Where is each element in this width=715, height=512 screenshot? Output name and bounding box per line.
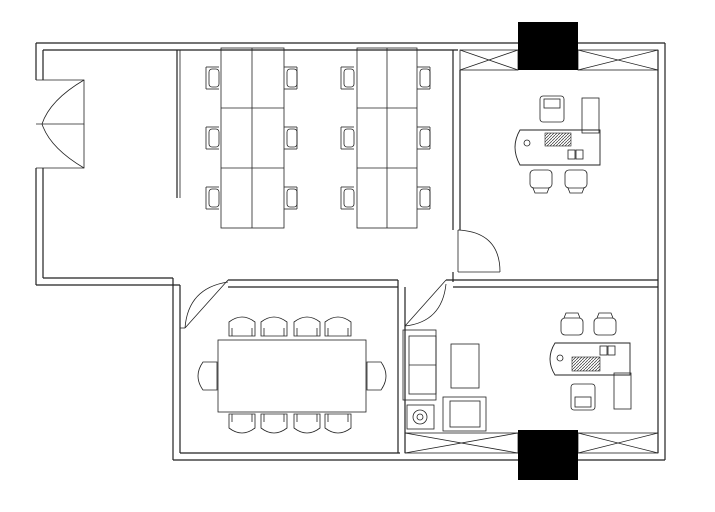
- office-chair: [205, 66, 220, 90]
- interior-partitions: [176, 50, 658, 453]
- coffee-table: [450, 343, 480, 389]
- guest-chairs-top: [529, 169, 588, 194]
- guest-chairs-bottom: [560, 312, 617, 336]
- window-bottom-left: [404, 432, 519, 454]
- executive-chair-bottom: [570, 383, 596, 411]
- window-bottom-right: [577, 432, 659, 454]
- conference-chair: [228, 413, 256, 434]
- conference-table: [217, 339, 367, 413]
- office-chair: [205, 186, 220, 210]
- conference-chair: [366, 361, 387, 391]
- conference-chair: [197, 361, 218, 391]
- window-top-right: [577, 49, 659, 71]
- lounge-door: [404, 279, 447, 327]
- conference-chair: [324, 413, 352, 434]
- office-chair: [340, 186, 355, 210]
- conference-chair: [293, 316, 321, 337]
- conference-chair: [324, 316, 352, 337]
- workstation-chairs: [205, 66, 431, 210]
- workstation-cluster-left: [220, 47, 285, 229]
- column-top: [518, 22, 578, 70]
- conference-chair: [260, 413, 288, 434]
- manager-desk-bottom: [549, 342, 632, 410]
- lounge-armchair: [442, 396, 487, 432]
- column-bottom: [518, 430, 578, 480]
- office-chair: [205, 126, 220, 150]
- side-table-lamp: [406, 404, 435, 430]
- office-chair: [340, 126, 355, 150]
- entrance-double-door: [36, 79, 85, 169]
- conference-chair: [228, 316, 256, 337]
- office-chair: [284, 186, 298, 210]
- office-chair: [417, 66, 431, 90]
- office-chair: [284, 126, 298, 150]
- workstation-cluster-right: [356, 47, 418, 229]
- window-top-left: [459, 49, 519, 71]
- conference-chairs: [197, 316, 387, 434]
- conference-chair: [260, 316, 288, 337]
- office-chair: [417, 126, 431, 150]
- manager-desk-top: [514, 97, 601, 166]
- executive-armchair-top: [539, 95, 565, 123]
- conference-chair: [293, 413, 321, 434]
- windows: [404, 49, 659, 454]
- office-chair: [340, 66, 355, 90]
- sofa: [402, 329, 437, 401]
- office-door: [457, 229, 501, 273]
- office-chair: [284, 66, 298, 90]
- conference-door: [180, 279, 229, 329]
- exterior-walls: [35, 42, 666, 461]
- office-chair: [417, 186, 431, 210]
